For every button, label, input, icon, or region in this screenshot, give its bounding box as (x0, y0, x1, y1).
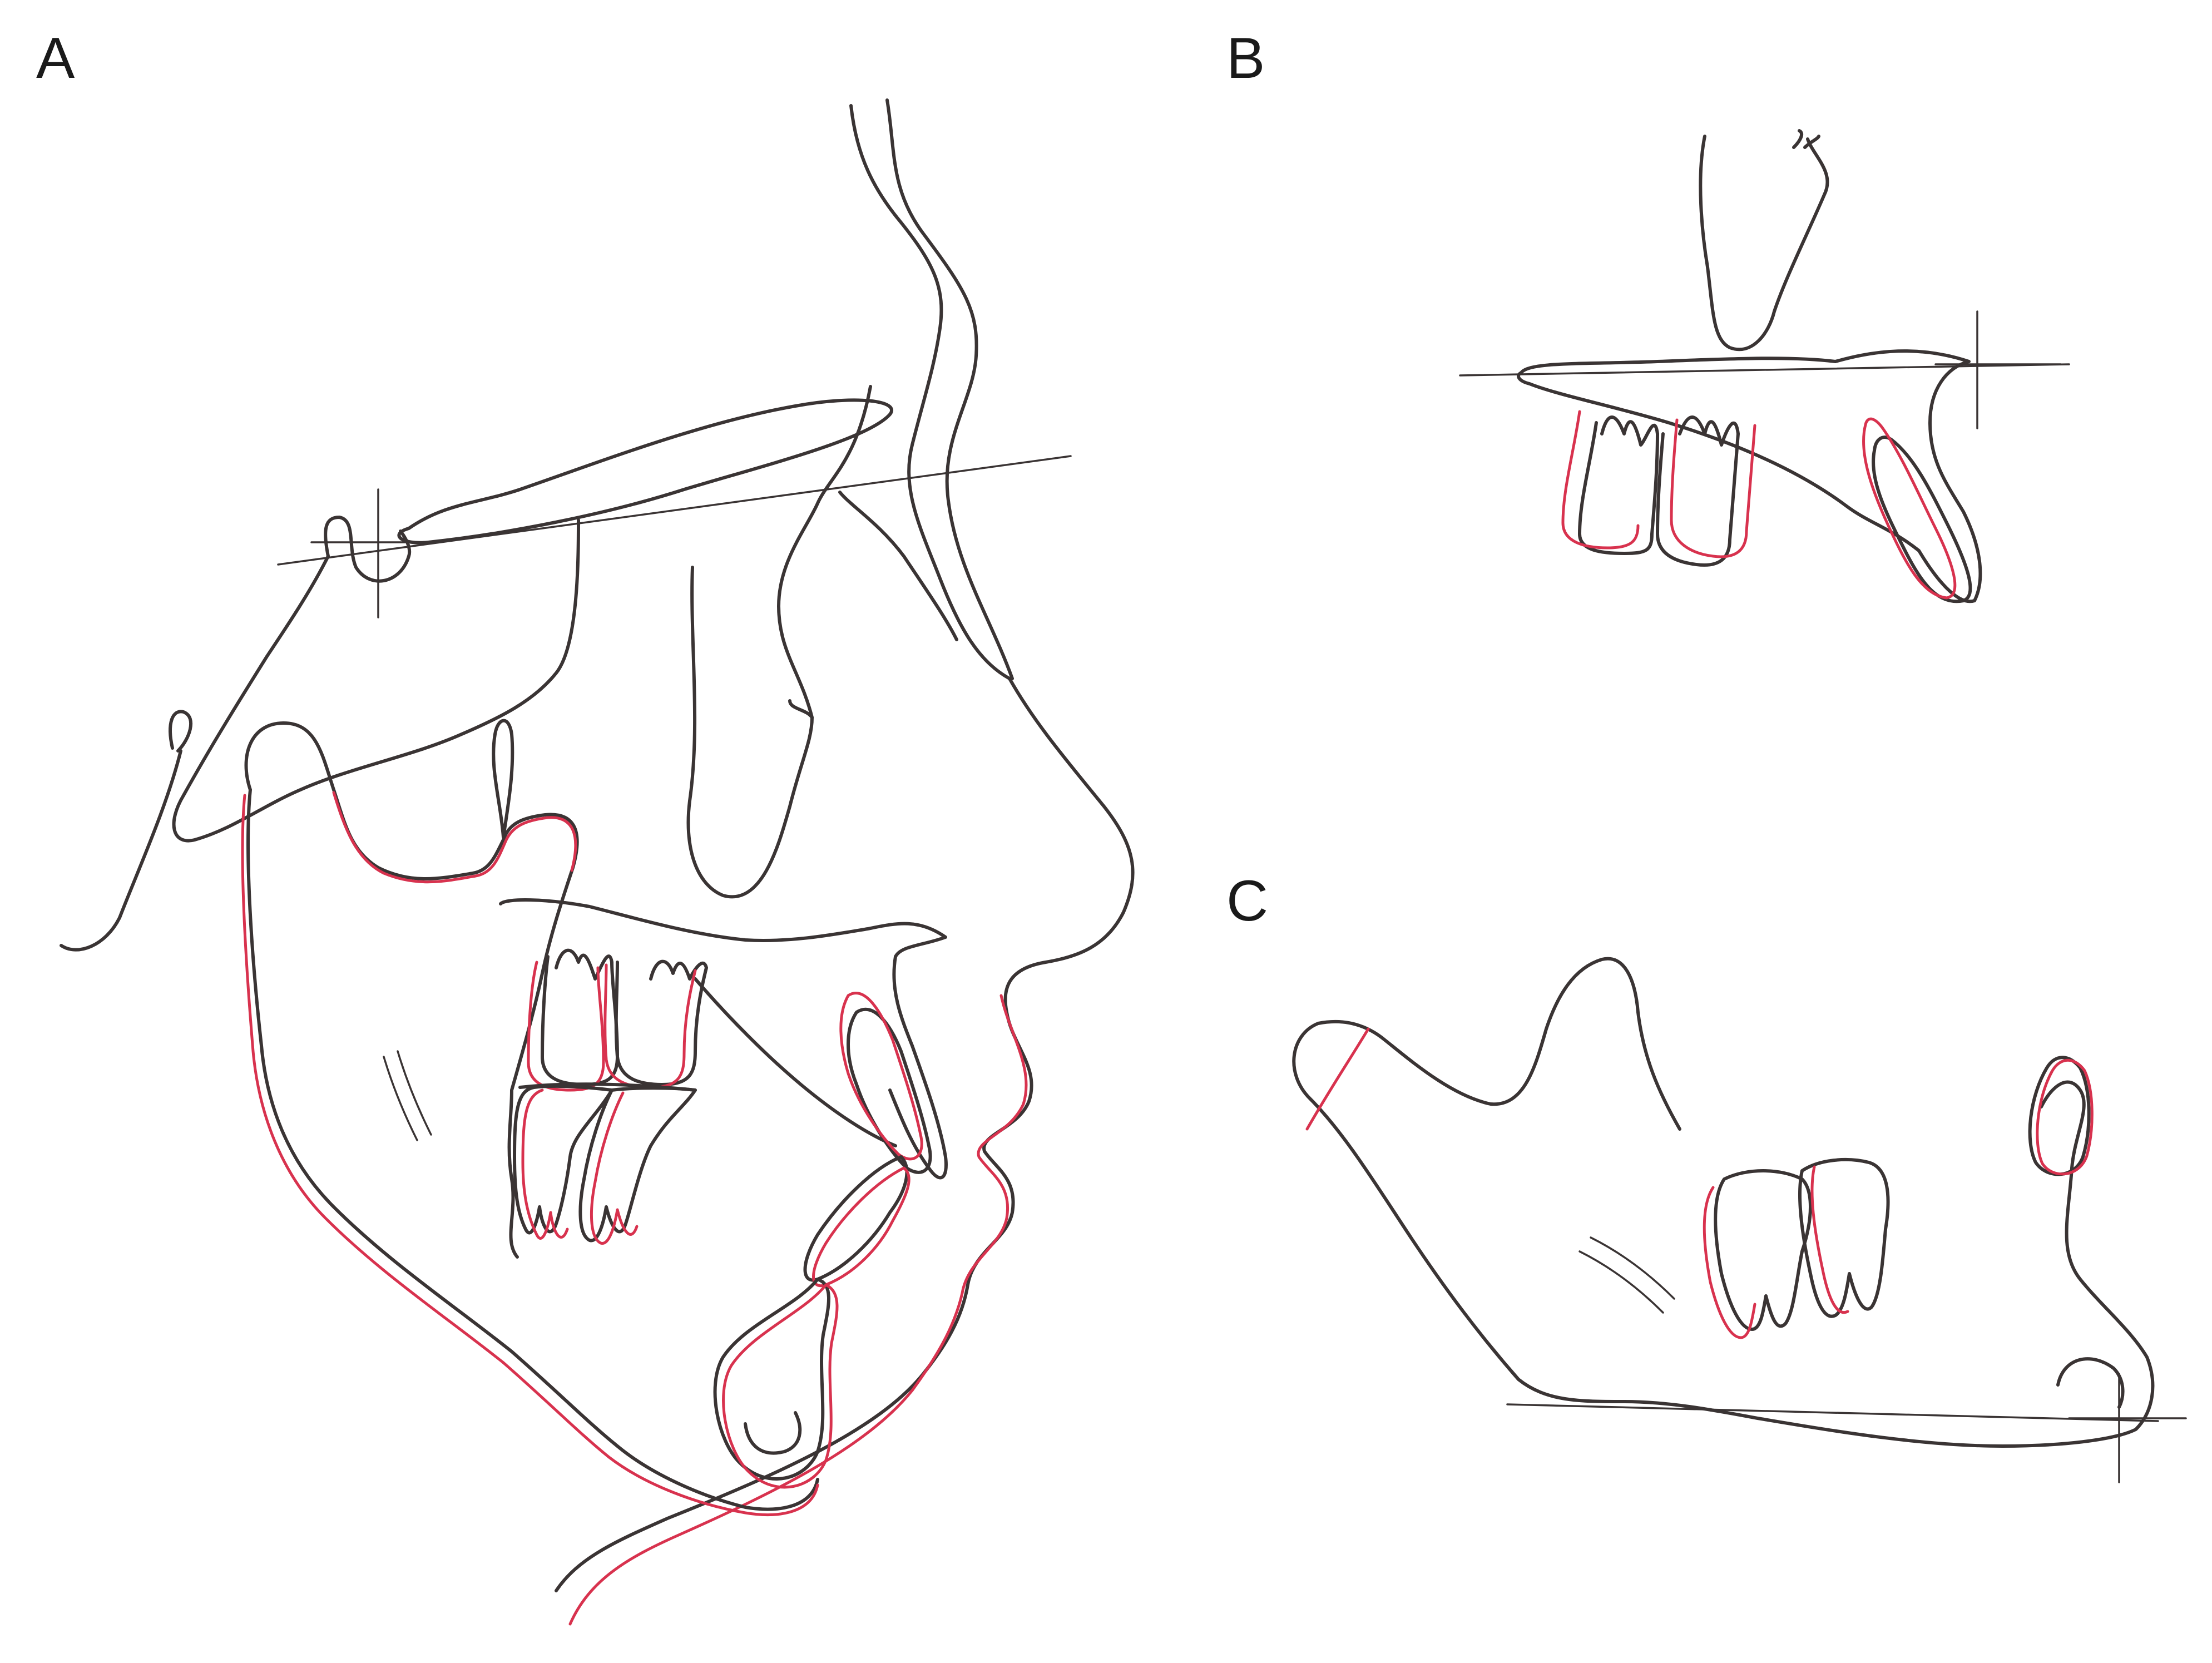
pterygoid-process (172, 518, 580, 843)
upper-premolar-before (614, 959, 708, 1086)
panel-label-a: A (36, 26, 75, 91)
c-lower-premolar-after (1810, 1165, 1849, 1314)
b-upper-premolar-after (1670, 418, 1756, 558)
mandible-outline-after (241, 794, 819, 1516)
lower-premolar-after (590, 1091, 639, 1245)
occipital-outline (60, 749, 182, 952)
sn-reference-line (277, 455, 1072, 566)
c-mandible-outline (1292, 1022, 2155, 1448)
c-lower-incisor-after (2036, 1058, 2094, 1176)
sella-crosshair (310, 488, 424, 618)
nasal-bone (838, 491, 958, 641)
lower-molar-after (521, 1088, 569, 1240)
c-lower-molar-after (1703, 1186, 1756, 1339)
b-upper-incisor-after (1862, 417, 1957, 600)
menton-crosshair (2068, 1373, 2187, 1483)
maxilla-anterior (888, 955, 948, 1180)
b-upper-premolar-before (1656, 415, 1740, 567)
b-upper-incisor-before (1872, 435, 1972, 603)
c-symphysis-inner-cortex (2056, 1357, 2125, 1409)
orbit-outline (686, 566, 814, 899)
panel-label-c: C (1226, 869, 1268, 933)
maxilla-posterior-process (1699, 129, 1829, 352)
sella-turcica (324, 516, 412, 583)
mandibular-plane-reference-line (1506, 1403, 2159, 1422)
symphysis-inner-cortex (744, 1411, 802, 1455)
upper-posterior-teeth (527, 948, 708, 1092)
symphysis-after (722, 1283, 839, 1489)
upper-incisor-after (839, 992, 923, 1161)
palatal-reference-line (1459, 363, 2070, 377)
panel-a-cranial-superimposition (60, 98, 1135, 1626)
panel-label-b: B (1226, 26, 1265, 91)
upper-incisor-before (847, 1007, 932, 1174)
symphysis-before (713, 1278, 830, 1481)
mandible-ramus-after (332, 791, 577, 884)
c-mandibular-canal-mark (1578, 1236, 1675, 1314)
b-upper-molar-before (1578, 415, 1659, 555)
c-lower-molar-before (1714, 1169, 1812, 1331)
frontal-bone-outline (849, 104, 1011, 680)
c-ramus-coronoid (1317, 957, 1681, 1131)
mandibular-canal-mark (383, 1050, 432, 1141)
anterior-cranial-base (397, 398, 893, 545)
palatal-plane-maxilla (499, 898, 947, 958)
c-lower-premolar-before (1798, 1158, 1890, 1318)
ans-crosshair (1934, 310, 2062, 429)
orbit-lateral-rim (777, 385, 872, 719)
lower-posterior-teeth (513, 1082, 697, 1245)
panel-c-mandibular-superimposition (1292, 957, 2187, 1483)
forehead-soft-tissue (885, 98, 1014, 680)
b-upper-molar-after (1561, 410, 1640, 550)
occlusal-contact-line (518, 1082, 697, 1092)
maxilla-inferior-border (694, 977, 897, 1147)
porion (169, 710, 193, 753)
pterygomaxillary-fissure (492, 719, 514, 839)
c-condyle-mark-after (1305, 1027, 1370, 1131)
soft-tissue-profile (555, 677, 1135, 1592)
panel-b-maxillary-superimposition (1459, 129, 2070, 603)
maxilla-palate-outline (1517, 349, 1982, 603)
upper-molar-after (527, 961, 605, 1092)
soft-tissue-profile-after (568, 994, 1028, 1626)
mandible-outline-before (244, 721, 819, 1511)
